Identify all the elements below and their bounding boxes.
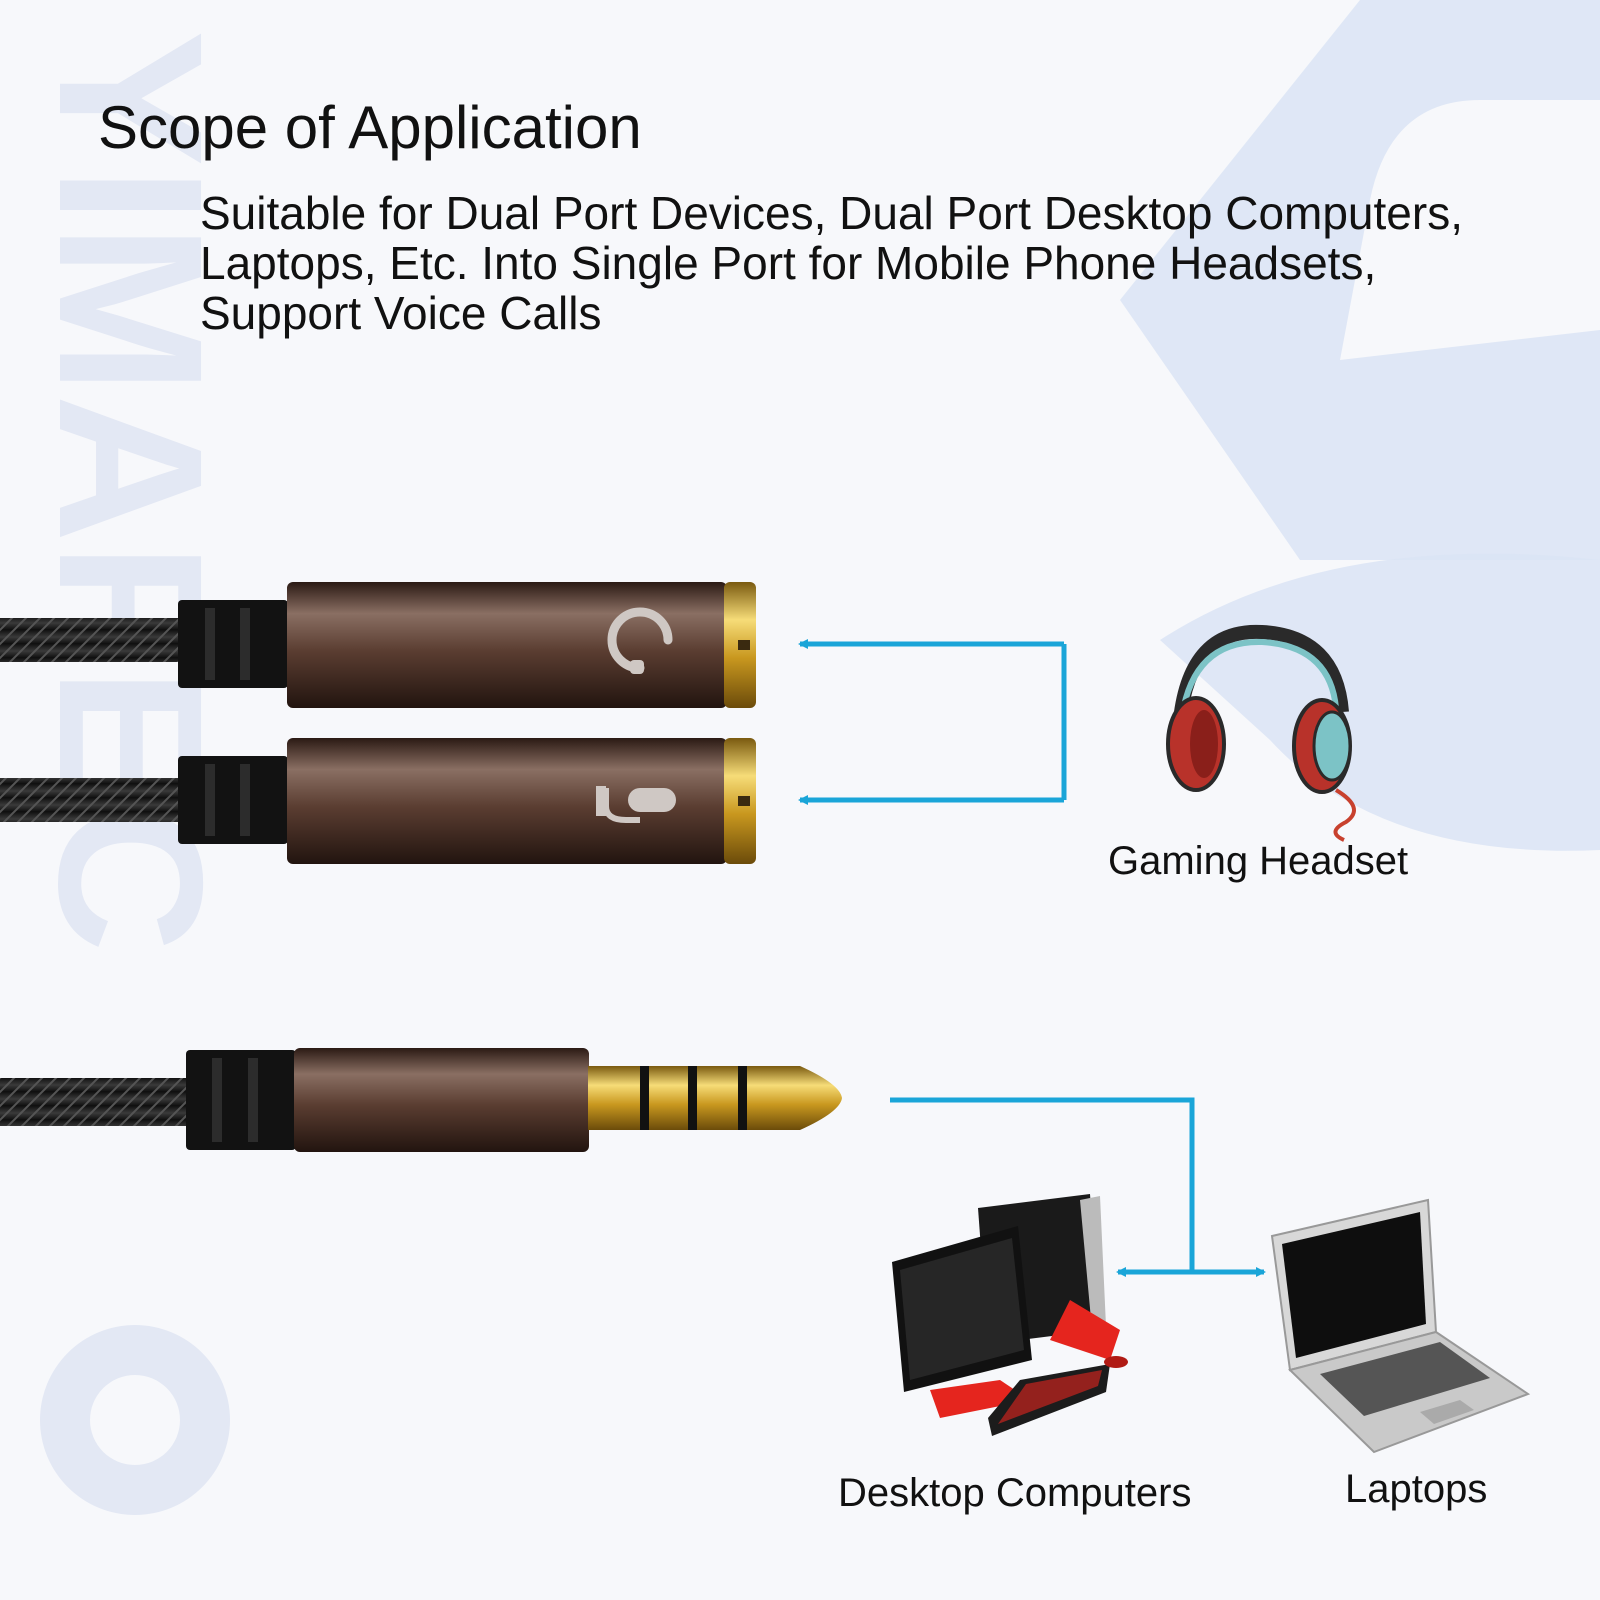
microphone-icon [596, 786, 676, 823]
headset-label: Gaming Headset [1108, 839, 1409, 883]
headset-icon [1166, 624, 1356, 842]
audio-plug [0, 1048, 842, 1152]
page-title: Scope of Application [98, 94, 642, 161]
headset-arrows [798, 639, 1067, 805]
plug-arrows [890, 1097, 1266, 1277]
description-line: Laptops, Etc. Into Single Port for Mobil… [200, 237, 1377, 289]
desktop-computer-icon [892, 1194, 1128, 1436]
description-line: Suitable for Dual Port Devices, Dual Por… [200, 187, 1463, 239]
headphone-icon [607, 607, 673, 674]
laptop-icon [1270, 1198, 1531, 1454]
headphone-port-connector [0, 582, 756, 708]
mic-port-connector [0, 738, 756, 864]
laptop-label: Laptops [1345, 1467, 1488, 1511]
desktop-label: Desktop Computers [838, 1471, 1192, 1515]
description-line: Support Voice Calls [200, 287, 602, 339]
description: Suitable for Dual Port Devices, Dual Por… [200, 188, 1590, 338]
